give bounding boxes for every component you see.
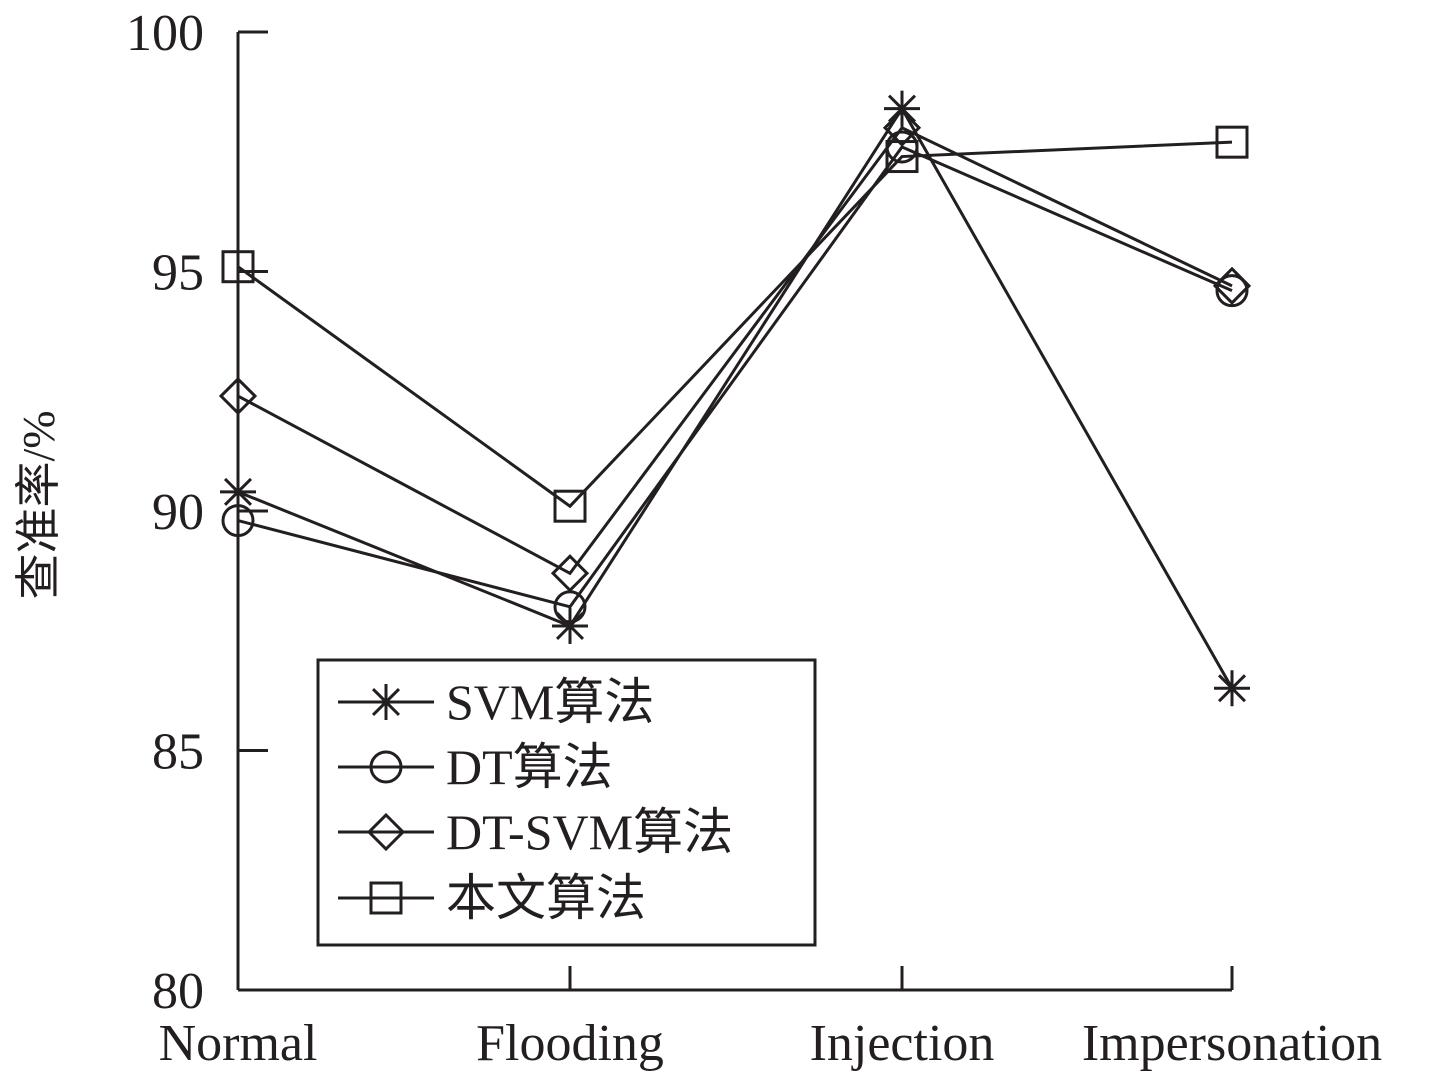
legend-label: SVM算法 xyxy=(446,674,654,730)
legend-marker xyxy=(366,812,406,852)
data-point-3-1 xyxy=(553,489,587,523)
data-point-3-3 xyxy=(1215,125,1249,159)
legend-label: DT算法 xyxy=(446,739,613,795)
data-point-0-3 xyxy=(1214,670,1250,707)
x-tick-label: Flooding xyxy=(476,1015,664,1072)
legend-item: DT-SVM算法 xyxy=(338,804,733,860)
data-point-3-0 xyxy=(221,250,255,284)
legend-label: DT-SVM算法 xyxy=(446,804,733,860)
y-axis-label: 查准率/% xyxy=(13,410,64,599)
y-tick-label: 90 xyxy=(152,484,204,541)
x-tick-label: Injection xyxy=(810,1015,995,1072)
data-point-3-2 xyxy=(885,140,919,174)
series-markers xyxy=(218,90,1252,707)
series-line-0 xyxy=(237,105,1234,689)
data-point-1-0 xyxy=(221,504,255,538)
legend-item: 本文算法 xyxy=(338,870,646,926)
data-point-2-1 xyxy=(550,554,590,593)
y-tick-label: 85 xyxy=(152,724,204,781)
series-line-3 xyxy=(237,140,1233,509)
legend-item: DT算法 xyxy=(338,739,613,795)
series-line-2 xyxy=(237,125,1233,576)
legend-item: SVM算法 xyxy=(338,674,654,730)
x-tick-label: Impersonation xyxy=(1082,1015,1382,1072)
data-point-1-3 xyxy=(1215,274,1249,308)
series-lines xyxy=(237,105,1234,689)
series-line-1 xyxy=(237,145,1233,609)
y-tick-label: 80 xyxy=(152,963,204,1020)
data-point-2-2 xyxy=(882,108,922,147)
legend-marker xyxy=(368,684,404,720)
data-point-2-0 xyxy=(218,376,258,416)
y-tick-label: 95 xyxy=(152,245,204,302)
data-point-0-0 xyxy=(220,473,256,510)
legend-marker xyxy=(369,881,403,915)
x-tick-label: Normal xyxy=(159,1015,318,1072)
data-point-2-3 xyxy=(1212,266,1252,305)
data-point-0-2 xyxy=(884,90,920,127)
legend-marker xyxy=(369,750,403,784)
legend-label: 本文算法 xyxy=(446,870,646,926)
y-tick-label: 100 xyxy=(126,5,204,62)
